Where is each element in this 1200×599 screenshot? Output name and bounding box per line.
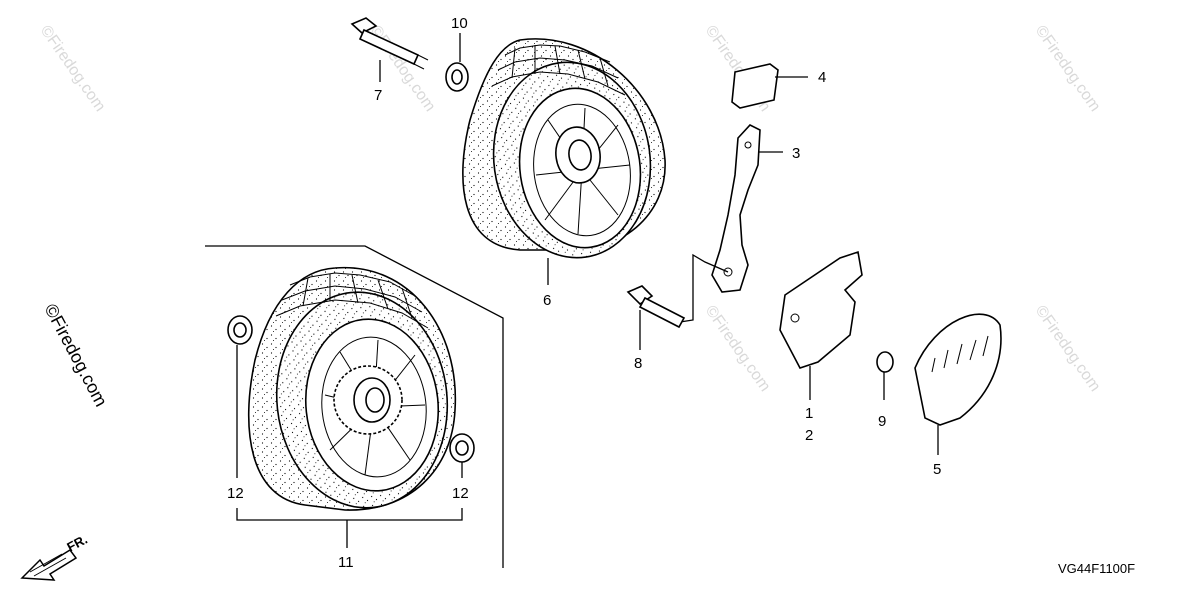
callout-9: 9 xyxy=(878,413,886,430)
plate-part-1-2 xyxy=(779,250,863,369)
assembly-outline xyxy=(205,245,504,568)
collar-part-9 xyxy=(876,351,894,373)
washer-part-10 xyxy=(445,62,469,92)
callout-12-left: 12 xyxy=(227,485,244,502)
callout-4: 4 xyxy=(818,69,826,86)
bushing-part-12-right xyxy=(449,433,475,463)
leader-bracket-bolt xyxy=(679,253,729,323)
cover-part-5 xyxy=(914,313,1002,426)
lower-wheel xyxy=(247,266,457,511)
callout-8: 8 xyxy=(634,355,642,372)
callout-6: 6 xyxy=(543,292,551,309)
bracket-hole xyxy=(744,141,752,149)
front-direction-arrow xyxy=(20,549,78,581)
callout-11: 11 xyxy=(338,554,354,571)
callout-12-right: 12 xyxy=(452,485,469,502)
bracket-part-3 xyxy=(711,124,761,293)
watermark-text: ©Firedog.com xyxy=(37,23,109,115)
watermark-text-side: ©Firedog.com xyxy=(40,300,111,409)
leader-lines xyxy=(236,33,939,548)
watermark-text: ©Firedog.com xyxy=(1032,23,1104,115)
bracket-hole xyxy=(723,267,733,277)
callout-10: 10 xyxy=(451,15,468,32)
callout-5: 5 xyxy=(933,461,941,478)
drawing-code: VG44F1100F xyxy=(1058,561,1135,576)
bolt-part-8 xyxy=(626,285,686,329)
callout-1: 1 xyxy=(805,405,813,422)
callout-7: 7 xyxy=(374,87,382,104)
callout-2: 2 xyxy=(805,427,813,444)
bushing-part-12-left xyxy=(227,315,253,345)
upper-wheel xyxy=(462,38,666,259)
plate-hole xyxy=(790,313,800,323)
watermark-text: ©Firedog.com xyxy=(702,303,774,395)
pad-part-4 xyxy=(731,63,779,109)
watermark-text: ©Firedog.com xyxy=(1032,303,1104,395)
callout-3: 3 xyxy=(792,145,800,162)
cover-slots xyxy=(931,335,989,373)
bolt-part-7 xyxy=(350,17,429,70)
